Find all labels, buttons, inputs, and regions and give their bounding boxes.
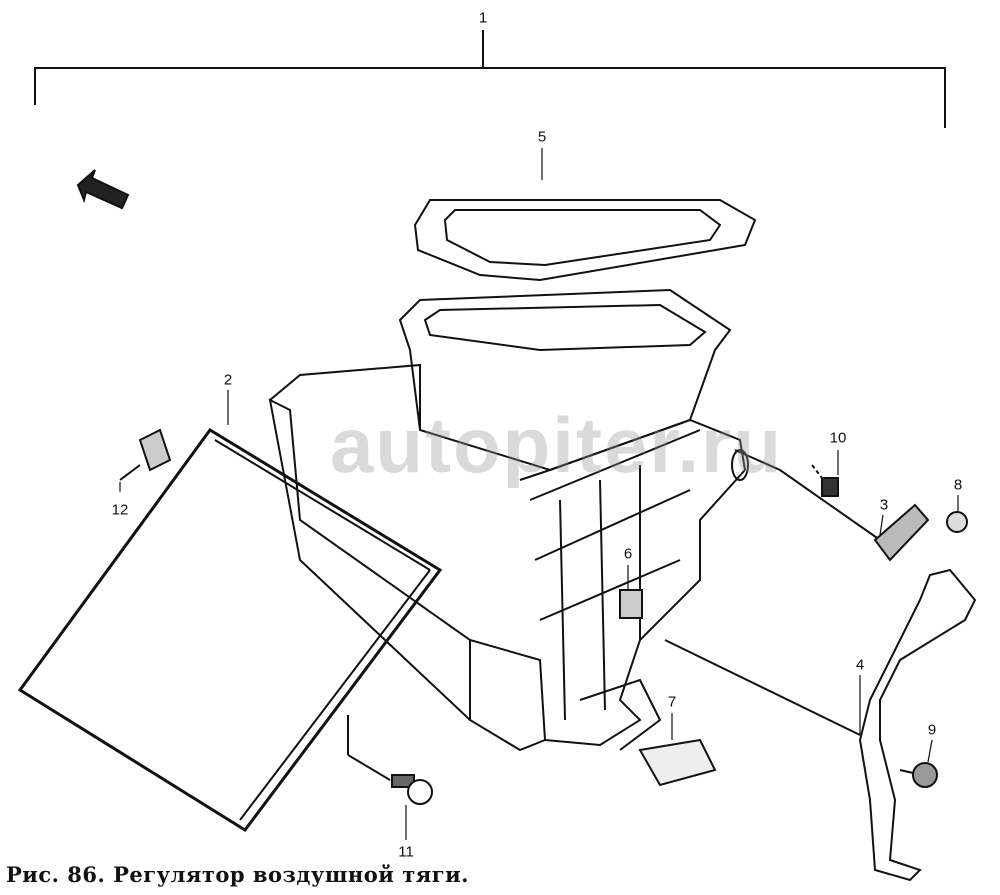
assembly-bracket <box>34 30 946 128</box>
part-2-filter <box>17 428 443 832</box>
part-8-clip <box>946 511 968 533</box>
callout-7: 7 <box>667 693 677 711</box>
part-4-bracket <box>858 568 977 882</box>
part-3-lever <box>873 503 930 562</box>
part-5-gasket <box>413 199 757 282</box>
part-9-nut <box>899 762 938 788</box>
callout-12: 12 <box>111 501 129 519</box>
callout-2: 2 <box>223 371 233 389</box>
front-arrow-icon <box>76 169 130 210</box>
callout-10: 10 <box>829 429 847 447</box>
callout-5: 5 <box>537 128 547 146</box>
part-11-bolt <box>347 715 433 805</box>
part-6-bracket <box>619 589 861 736</box>
watermark: autopiter.ru <box>330 401 784 489</box>
part-12-clip <box>119 428 172 481</box>
callout-1: 1 <box>478 9 488 27</box>
part-10-screw <box>811 464 839 497</box>
callout-6: 6 <box>623 545 633 563</box>
callout-11: 11 <box>398 843 414 861</box>
callout-8: 8 <box>953 476 963 494</box>
callout-3: 3 <box>879 496 889 514</box>
leader-lines <box>119 148 959 840</box>
part-7-plate <box>638 738 717 787</box>
duct-housing <box>268 288 881 752</box>
callout-4: 4 <box>855 656 865 674</box>
figure-caption: Рис. 86. Регулятор воздушной тяги. <box>6 862 469 887</box>
callout-9: 9 <box>927 721 937 739</box>
